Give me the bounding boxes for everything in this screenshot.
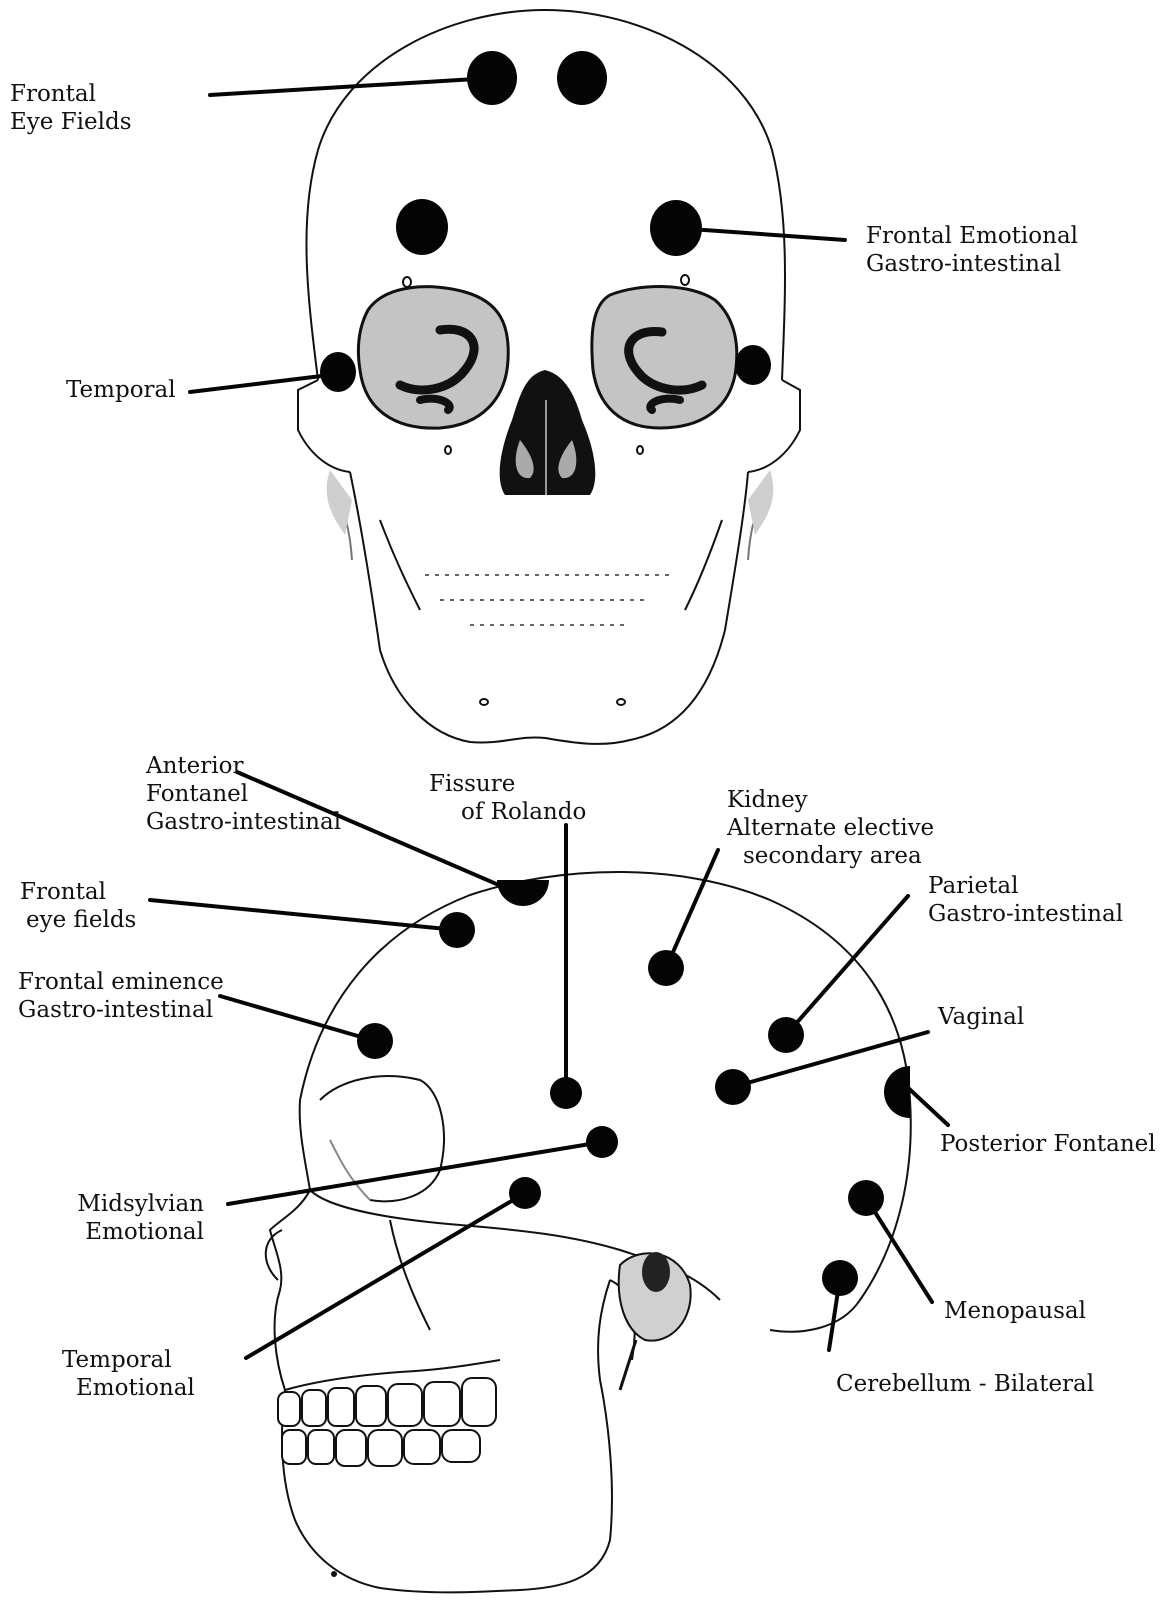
label-line: Alternate elective [727, 814, 934, 842]
point-cerebellum [822, 1260, 858, 1296]
point-parietal [768, 1017, 804, 1053]
label-line: Frontal [20, 878, 136, 906]
label-front-frontal-emotional: Frontal Emotional Gastro-intestinal [866, 222, 1078, 278]
side-skull [266, 872, 911, 1592]
label-line: Temporal [66, 376, 176, 404]
point-kidney [648, 950, 684, 986]
label-line: Midsylvian [60, 1190, 204, 1218]
point-temporal-emotional [509, 1177, 541, 1209]
label-line: Anterior [140, 752, 340, 780]
label-line: Frontal Emotional [866, 222, 1078, 250]
point-posterior-fontanel [884, 1066, 910, 1118]
leader-frontal-eye-fields [150, 900, 457, 930]
label-line: Frontal [10, 80, 132, 108]
front-cheek-band [298, 380, 350, 472]
label-line: Posterior Fontanel [940, 1130, 1156, 1158]
label-line: Gastro-intestinal [928, 900, 1123, 928]
label-line: Emotional [40, 1374, 200, 1402]
label-line: Cerebellum - Bilateral [836, 1370, 1094, 1398]
right-orbit [592, 287, 737, 428]
label-line: Eye Fields [10, 108, 132, 136]
label-anterior-fontanel: Anterior Fontanel Gastro-intestinal [140, 752, 340, 836]
label-line: Emotional [60, 1218, 204, 1246]
point-front-frontal-emotional-left [396, 199, 448, 255]
label-menopausal: Menopausal [944, 1297, 1086, 1325]
label-line: secondary area [727, 842, 934, 870]
label-frontal-eye-fields: Frontal eye fields [20, 878, 136, 934]
label-line: Fissure [425, 770, 586, 798]
point-menopausal [848, 1180, 884, 1216]
point-front-frontal-eye-right [557, 51, 607, 105]
label-line: Vaginal [938, 1003, 1024, 1031]
side-teeth [278, 1378, 496, 1466]
label-front-frontal-eye-fields: Frontal Eye Fields [10, 80, 132, 136]
point-front-frontal-emotional-right [650, 200, 702, 256]
label-line: Frontal eminence [18, 968, 224, 996]
label-fissure-of-rolando: Fissure of Rolando [425, 770, 586, 826]
front-mandible-outline [350, 472, 748, 744]
leader-frontal-eminence [220, 996, 375, 1041]
leader-kidney [666, 850, 718, 968]
label-line: eye fields [20, 906, 136, 934]
label-line: Menopausal [944, 1297, 1086, 1325]
label-kidney: Kidney Alternate elective secondary area [727, 786, 934, 870]
label-posterior-fontanel: Posterior Fontanel [940, 1130, 1156, 1158]
label-line: Parietal [928, 872, 1123, 900]
label-line: Temporal [40, 1346, 200, 1374]
label-line: Gastro-intestinal [18, 996, 224, 1024]
leader-lines [150, 78, 948, 1358]
point-fissure-of-rolando [550, 1077, 582, 1109]
label-temporal-emotional: Temporal Emotional [40, 1346, 200, 1402]
point-vaginal [715, 1069, 751, 1105]
point-front-frontal-eye-left [467, 51, 517, 105]
label-line: Gastro-intestinal [866, 250, 1078, 278]
label-line: Fontanel [140, 780, 340, 808]
front-nasal-cavity [500, 370, 596, 495]
point-midsylvian [586, 1126, 618, 1158]
label-line: Gastro-intestinal [140, 808, 340, 836]
label-frontal-eminence: Frontal eminence Gastro-intestinal [18, 968, 224, 1024]
label-cerebellum: Cerebellum - Bilateral [836, 1370, 1094, 1398]
point-anterior-fontanel [497, 880, 549, 906]
point-front-temporal-right [735, 345, 771, 385]
label-line: Kidney [727, 786, 934, 814]
point-frontal-eminence [357, 1023, 393, 1059]
left-orbit [358, 287, 508, 428]
side-ear-canal [619, 1252, 691, 1390]
point-front-temporal-left [320, 352, 356, 392]
label-parietal: Parietal Gastro-intestinal [928, 872, 1123, 928]
label-line: of Rolando [425, 798, 586, 826]
label-front-temporal: Temporal [66, 376, 176, 404]
point-frontal-eye-fields [439, 912, 475, 948]
leader-front-frontal-eye-fields [210, 78, 492, 95]
leader-temporal-emotional [246, 1193, 525, 1358]
side-cranium-outline [300, 872, 911, 1332]
label-vaginal: Vaginal [938, 1003, 1024, 1031]
label-midsylvian: Midsylvian Emotional [60, 1190, 204, 1246]
leader-front-temporal [190, 374, 338, 392]
